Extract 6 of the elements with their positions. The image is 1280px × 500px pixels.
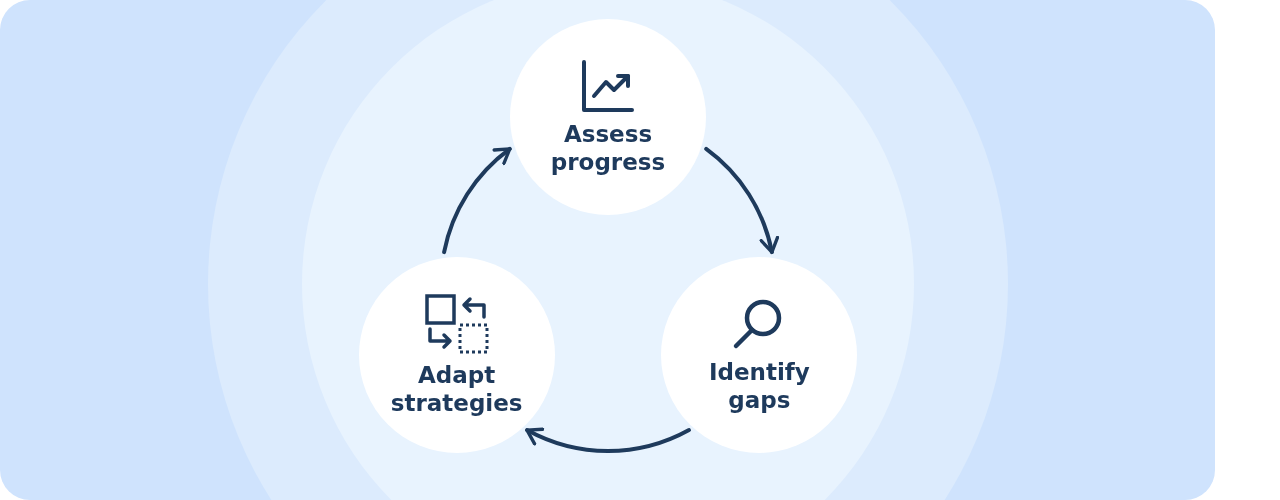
arrow: [525, 426, 691, 454]
arrow: [442, 146, 512, 255]
arrow: [704, 146, 779, 255]
node-label: Assess progress: [549, 120, 667, 176]
node-label: Adapt strategies: [389, 360, 524, 417]
node-label: Identify gaps: [707, 357, 811, 414]
